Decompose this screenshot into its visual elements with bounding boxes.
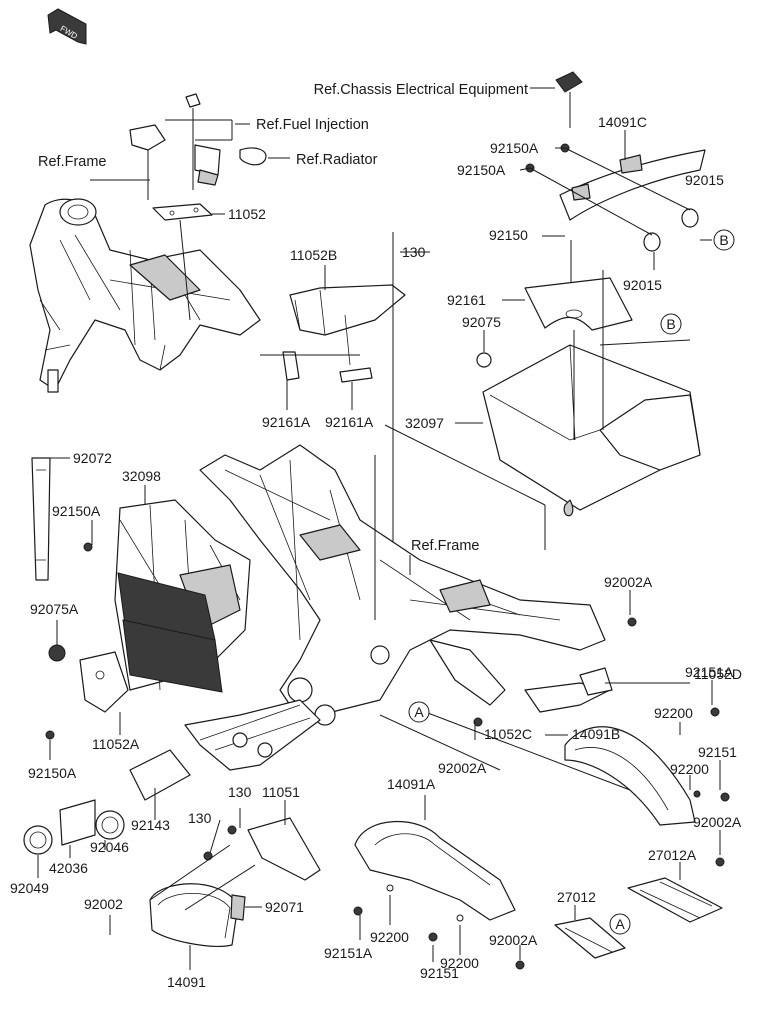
part-label: 92200 — [654, 705, 693, 721]
marker-B-top: B — [713, 229, 735, 251]
part-label: 92150A — [28, 765, 77, 781]
part-label: 92015 — [685, 172, 724, 188]
part-label: 27012 — [557, 889, 596, 905]
part-label: 92151 — [420, 965, 459, 981]
part-label: 92150 — [489, 227, 528, 243]
part-label: 14091B — [572, 726, 620, 742]
part-label: 92071 — [265, 899, 304, 915]
part-label: 92151A — [685, 664, 734, 680]
svg-text:A: A — [615, 916, 625, 932]
bracket-11051-group — [149, 817, 321, 947]
part-label: 32097 — [405, 415, 444, 431]
cover-14091A-group — [353, 820, 516, 942]
fwd-arrow-icon: FWD — [47, 8, 87, 45]
marker-B-mid: B — [660, 313, 682, 335]
part-label: 92015 — [623, 277, 662, 293]
part-label: 130 — [402, 244, 426, 260]
part-label: 92002A — [604, 574, 653, 590]
part-label: 11052A — [92, 736, 140, 752]
part-label: 92200 — [370, 929, 409, 945]
ref-fuel-injection-label: Ref.Fuel Injection — [256, 117, 369, 133]
spacer-parts-group — [23, 749, 191, 855]
ref-frame-label-mid: Ref.Frame — [411, 538, 480, 554]
battery-case-group — [476, 71, 706, 517]
part-label: 130 — [188, 810, 212, 826]
part-label: 32098 — [122, 468, 161, 484]
svg-text:A: A — [414, 704, 424, 720]
part-label: 11052D — [694, 666, 742, 682]
part-label: 42036 — [49, 860, 88, 876]
part-label: 92161 — [447, 292, 486, 308]
part-label: 92200 — [440, 955, 479, 971]
ref-chassis-electrical-label: Ref.Chassis Electrical Equipment — [314, 82, 528, 98]
part-label: 92150A — [490, 140, 539, 156]
part-label: 92002 — [84, 896, 123, 912]
part-label: 11052B — [290, 247, 337, 263]
part-label: 92150A — [52, 503, 101, 519]
part-label: 92046 — [90, 839, 129, 855]
marker-A-bottom: A — [609, 913, 631, 935]
ref-frame-label-top: Ref.Frame — [38, 154, 107, 170]
part-label: 130 — [228, 784, 252, 800]
plate-27012-group — [515, 857, 725, 970]
side-cover-group — [473, 617, 730, 826]
part-label: 11052 — [228, 206, 266, 222]
part-label: 11051 — [262, 784, 300, 800]
part-label: 11052C — [484, 726, 532, 742]
part-label: 92072 — [73, 450, 112, 466]
part-label: 27012A — [648, 847, 697, 863]
part-label: 92002A — [489, 932, 538, 948]
part-label: 92150A — [457, 162, 506, 178]
main-frame-illustration — [184, 444, 606, 771]
front-frame-illustration — [29, 198, 261, 393]
ref-radiator-label: Ref.Radiator — [296, 152, 378, 168]
part-label: 92049 — [10, 880, 49, 896]
svg-text:B: B — [719, 232, 728, 248]
part-label: 14091 — [167, 974, 206, 990]
part-label: 92200 — [670, 761, 709, 777]
part-label: 92151 — [698, 744, 737, 760]
fuel-injection-bracket-group — [129, 93, 267, 321]
marker-A-center: A — [408, 701, 430, 723]
part-label: 92075A — [30, 601, 79, 617]
svg-text:B: B — [666, 316, 675, 332]
part-label: 92161A — [262, 414, 311, 430]
part-label: 14091A — [387, 776, 436, 792]
air-cleaner-group — [31, 457, 251, 740]
bracket-11052B-group — [282, 232, 406, 600]
part-label: 92002A — [693, 814, 742, 830]
part-label: 92161A — [325, 414, 374, 430]
leader-lines — [37, 87, 721, 970]
part-label: 92143 — [131, 817, 170, 833]
part-label: 92075 — [462, 314, 501, 330]
part-label: 14091C — [598, 114, 647, 130]
part-label: 92151A — [324, 945, 373, 961]
part-label: 92002A — [438, 760, 487, 776]
